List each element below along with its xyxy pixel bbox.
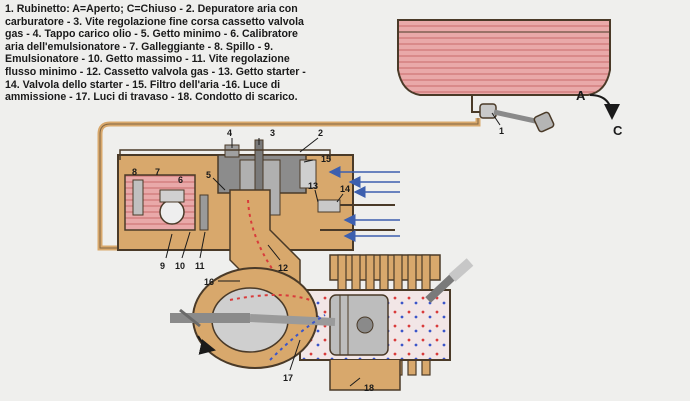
fuel-tap (471, 95, 555, 133)
callout-2: 2 (318, 128, 323, 138)
spark-plug (425, 258, 474, 303)
legend-line: aria dell'emulsionatore - 7. Galleggiant… (5, 40, 274, 53)
legend-line: 1. Rubinetto: A=Aperto; C=Chiuso - 2. De… (5, 3, 298, 15)
callout-10: 10 (175, 261, 185, 271)
callout-12: 12 (278, 263, 288, 273)
callout-15: 15 (321, 154, 331, 164)
callout-16: 16 (204, 277, 214, 287)
leader-lines (165, 112, 501, 387)
air-intake-arrows (328, 166, 400, 242)
exhaust-duct (329, 360, 401, 391)
callout-18: 18 (364, 383, 374, 393)
legend-line: carburatore - 3. Vite regolazione fine c… (5, 15, 304, 28)
legend-line: flusso minimo - 12. Cassetto valvola gas… (5, 65, 306, 78)
fuel-tank (397, 19, 611, 96)
legend-line: ammissione - 17. Luci di travaso - 18. C… (5, 91, 298, 104)
tap-rotation-arrow (589, 94, 620, 120)
callout-17: 17 (283, 373, 293, 383)
legend-line: gas - 4. Tappo carico olio - 5. Getto mi… (5, 28, 298, 41)
legend-line: 14. Valvola dello starter - 15. Filtro d… (5, 78, 281, 91)
callout-6: 6 (178, 175, 183, 185)
callout-11: 11 (195, 261, 205, 271)
callout-5: 5 (206, 170, 211, 180)
engine-cylinder (299, 254, 451, 376)
callout-13: 13 (308, 181, 318, 191)
label-a: A (576, 88, 586, 103)
label-c: C (613, 123, 623, 138)
legend: 1. Rubinetto: A=Aperto; C=Chiuso - 2. De… (5, 3, 357, 104)
callout-1: 1 (499, 126, 504, 136)
legend-line: Emulsionatore - 10. Getto massimo - 11. … (5, 53, 290, 66)
callout-4: 4 (227, 128, 232, 138)
callout-7: 7 (155, 167, 160, 177)
callout-9: 9 (160, 261, 165, 271)
callout-8: 8 (132, 167, 137, 177)
callout-3: 3 (270, 128, 275, 138)
callout-14: 14 (340, 184, 350, 194)
crankcase (170, 267, 336, 369)
